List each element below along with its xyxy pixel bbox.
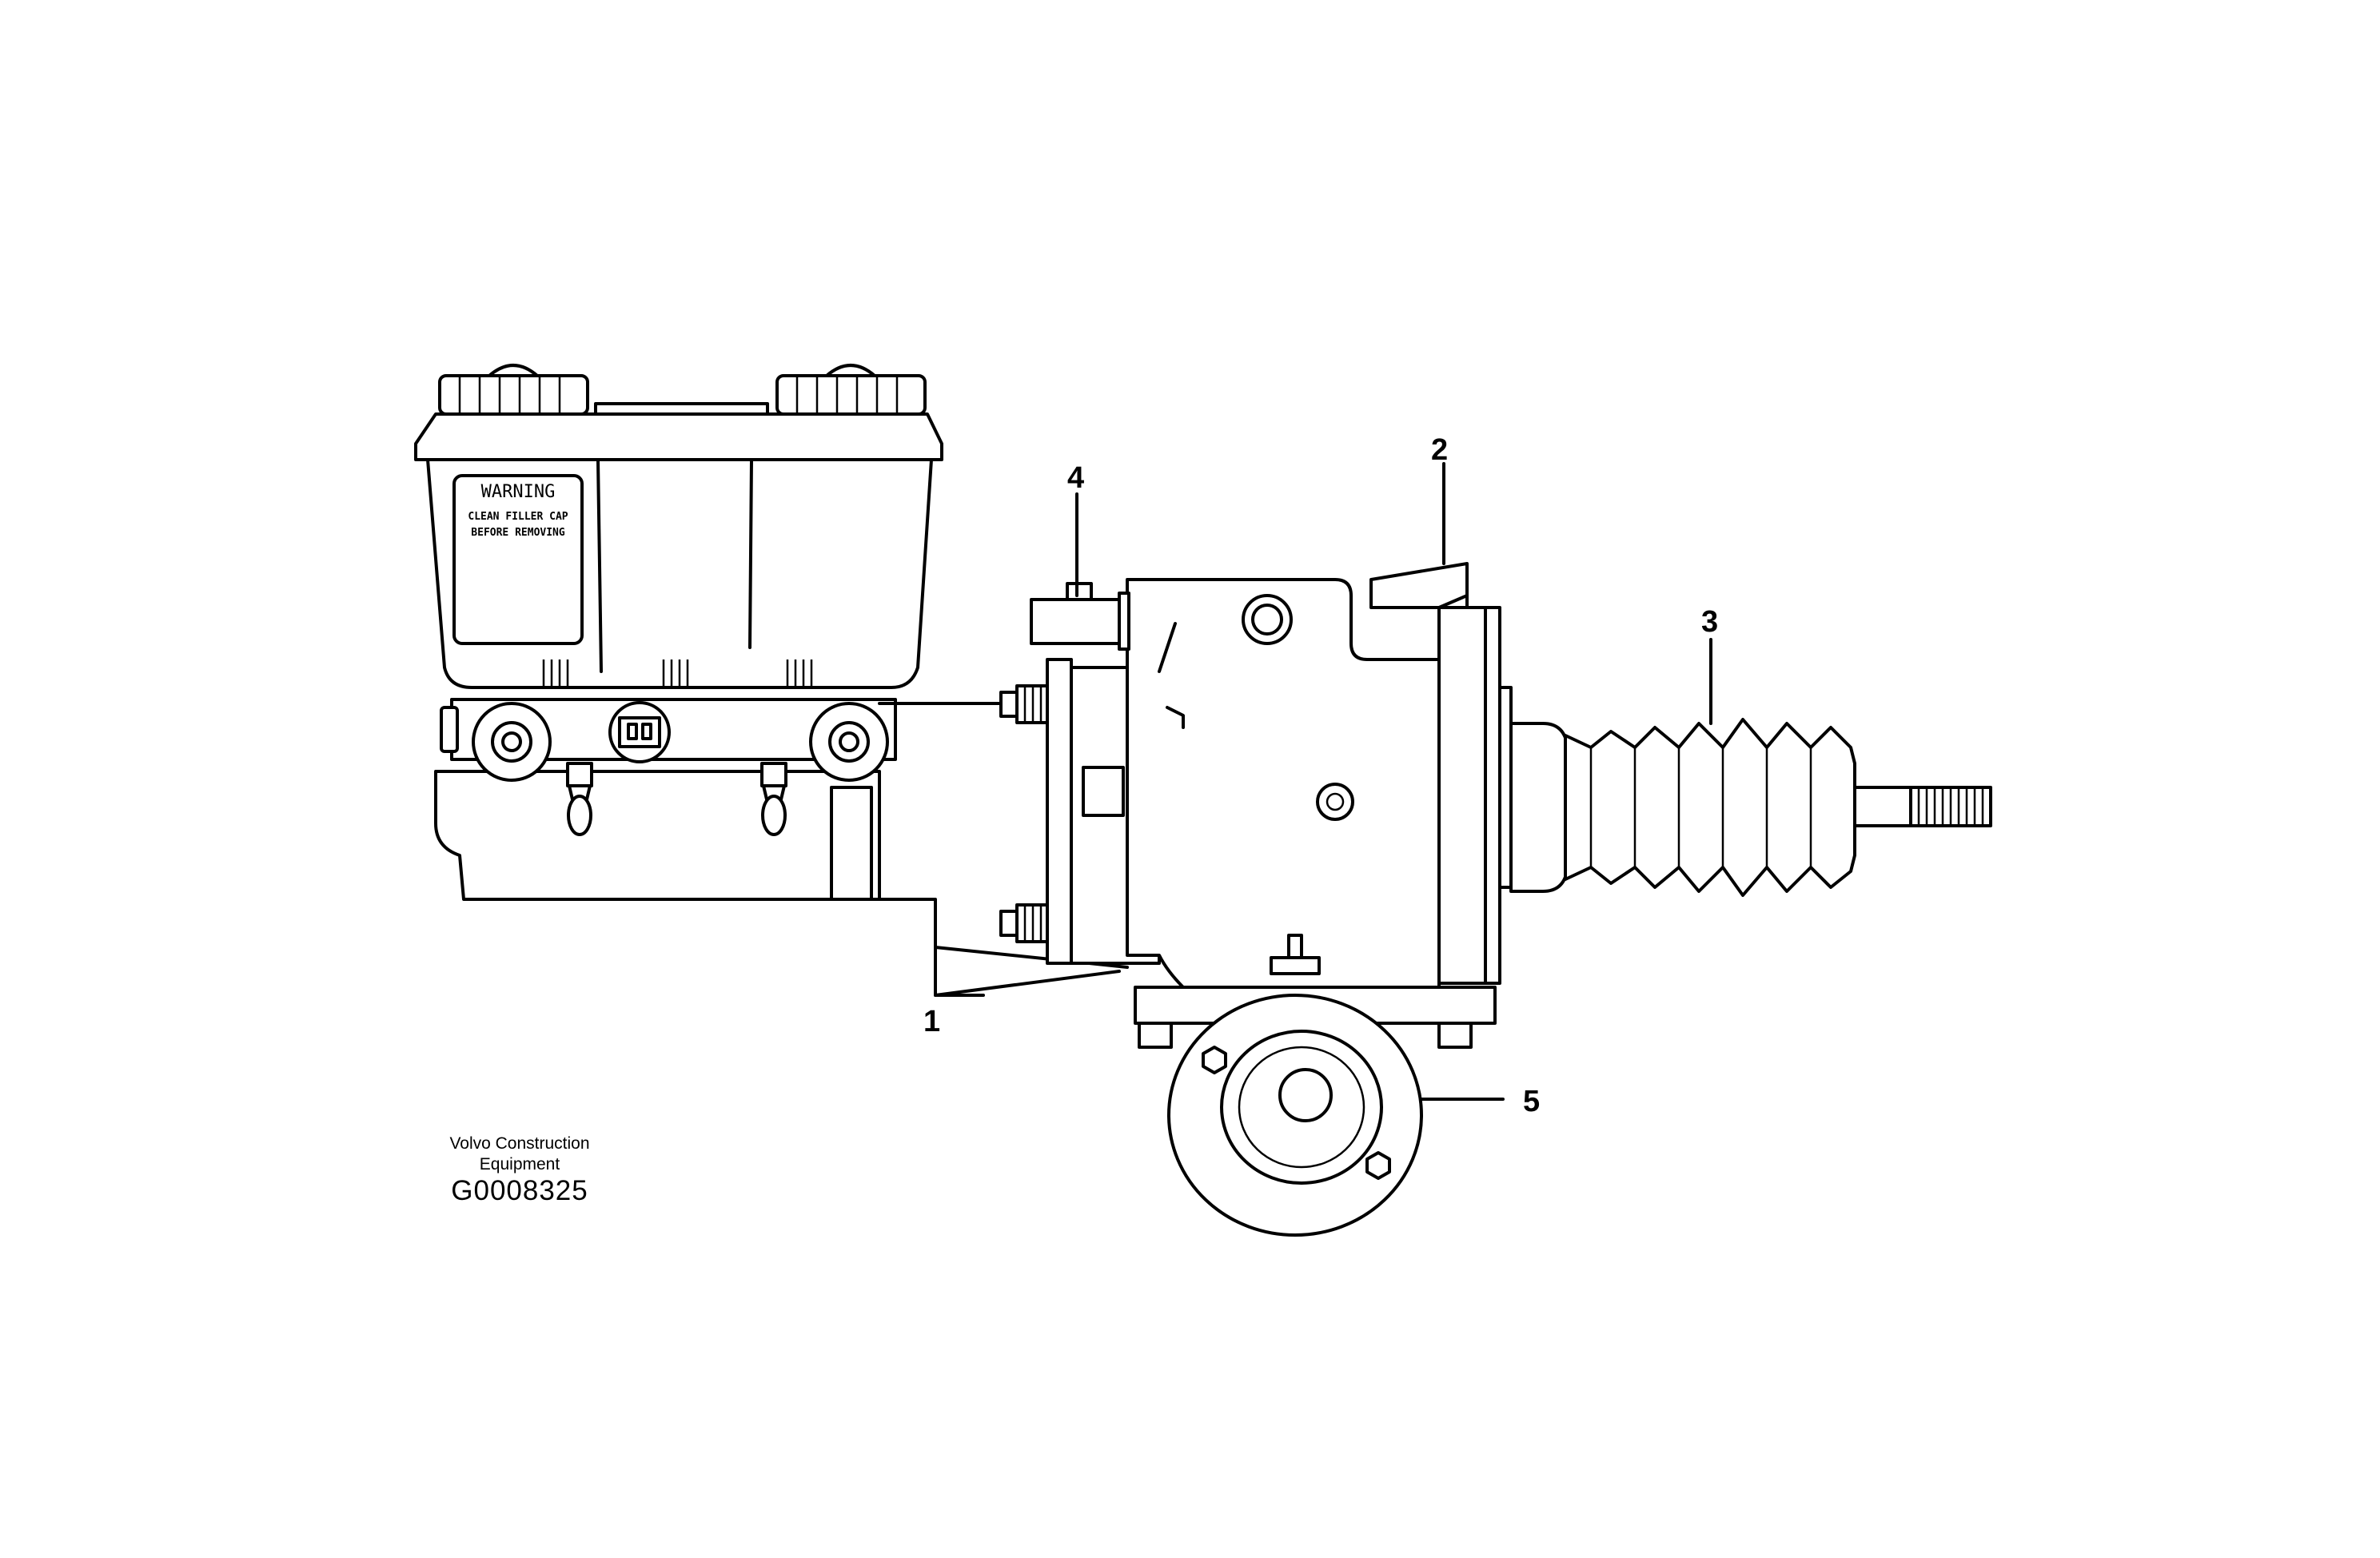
filler-cap-right xyxy=(775,364,927,416)
callout-2: 2 xyxy=(1431,433,1448,467)
callout-5: 5 xyxy=(1523,1085,1540,1118)
manufacturer-credit: Volvo Construction Equipment xyxy=(384,1134,656,1175)
callout-3: 3 xyxy=(1701,605,1718,639)
bleeder-screw-right xyxy=(760,762,787,836)
rubber-bellows xyxy=(1509,718,1856,897)
warning-label-panel xyxy=(452,474,584,645)
hose-fitting-upper xyxy=(999,684,1049,724)
filler-cap-left xyxy=(438,364,589,416)
fluid-reservoir: WARNING CLEAN FILLER CAP BEFORE REMOVING xyxy=(414,364,943,689)
warning-line-2: BEFORE REMOVING xyxy=(471,527,565,539)
credit-line-2: Equipment xyxy=(479,1155,560,1173)
valve-housing xyxy=(999,562,1513,1049)
callout-leaders xyxy=(934,462,1712,1101)
callout-1: 1 xyxy=(923,1005,940,1038)
level-sensor-connector xyxy=(608,701,671,763)
hose-fitting-lower xyxy=(999,903,1049,943)
callout-4: 4 xyxy=(1067,461,1084,495)
bleeder-screw-left xyxy=(566,762,593,836)
credit-line-1: Volvo Construction xyxy=(449,1134,590,1153)
mounting-flange xyxy=(1167,994,1423,1237)
electrical-connector xyxy=(1030,582,1130,651)
master-cylinder-body xyxy=(434,698,1129,969)
port-fitting-right xyxy=(809,702,889,782)
figure-code: G0008325 xyxy=(451,1175,588,1206)
warning-line-1: CLEAN FILLER CAP xyxy=(468,511,568,523)
warning-heading: WARNING xyxy=(481,482,556,502)
adapter-bracket xyxy=(1369,562,1469,609)
push-rod-shaft xyxy=(1853,786,1992,827)
port-fitting-left xyxy=(472,702,552,782)
